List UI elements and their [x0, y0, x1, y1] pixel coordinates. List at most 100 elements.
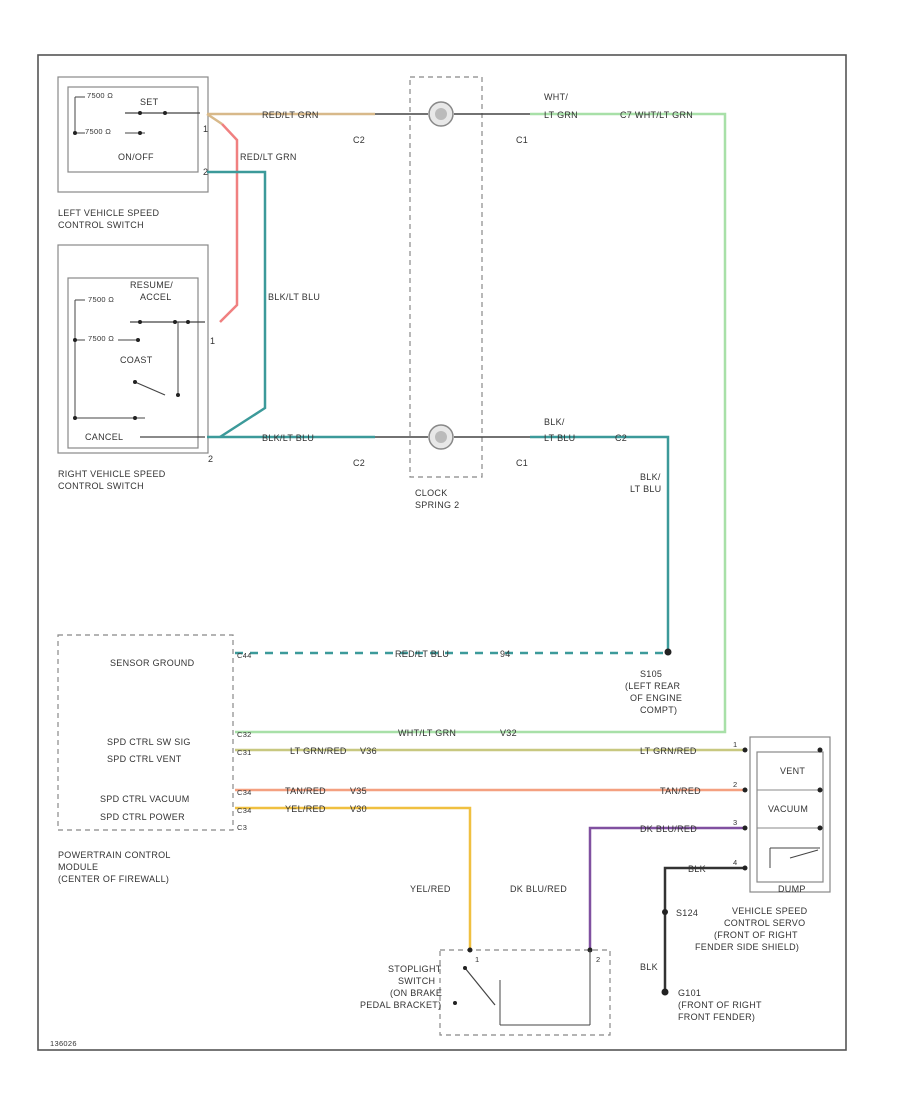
wire-ltgrn-red-pin: V36 [360, 746, 377, 756]
clockspring-c1-top: C1 [516, 135, 528, 145]
powertrain-control-module: SENSOR GROUND SPD CTRL SW SIG SPD CTRL V… [57, 634, 252, 884]
pcm-pin-vacuum: C34 [237, 788, 252, 797]
clockspring: C2 C2 C1 C1 CLOCK SPRING 2 [353, 76, 530, 510]
stoplight-title-1: STOPLIGHT [388, 964, 442, 974]
s105-loc-2: OF ENGINE [630, 693, 682, 703]
left-switch-pin1: 1 [203, 124, 208, 134]
clockspring-c2-bot: C2 [353, 458, 365, 468]
wire-red-lt-grn-a: RED/LT GRN [262, 110, 319, 120]
wire-labels: RED/LT GRN RED/LT GRN BLK/LT BLU BLK/LT … [240, 92, 706, 972]
servo-title-4: FENDER SIDE SHIELD) [695, 942, 799, 952]
splice-s105: S105 (LEFT REAR OF ENGINE COMPT) [625, 648, 682, 715]
servo-vacuum: VACUUM [768, 804, 808, 814]
right-switch-title-1: RIGHT VEHICLE SPEED [58, 469, 166, 479]
left-switch-title-2: CONTROL SWITCH [58, 220, 144, 230]
g101-loc-2: FRONT FENDER) [678, 1012, 755, 1022]
wire-sensor: RED/LT BLU [395, 649, 449, 659]
wire-dkblu-red-right: DK BLU/RED [640, 824, 697, 834]
right-switch-pin1: 1 [210, 336, 215, 346]
pcm-vent: SPD CTRL VENT [107, 754, 182, 764]
wire-wht-pin: V32 [500, 728, 517, 738]
wire-blk-right-1: BLK/ [640, 472, 661, 482]
clockspring-title-2: SPRING 2 [415, 500, 459, 510]
pcm-connector: C3 [237, 823, 247, 832]
left-switch-title-1: LEFT VEHICLE SPEED [58, 208, 159, 218]
wire-blk-vert: BLK [640, 962, 658, 972]
right-switch-resistor2-label: 7500 Ω [88, 334, 114, 343]
right-switch-pin2: 2 [208, 454, 213, 464]
wire-wht-top-3: C7 WHT/LT GRN [620, 110, 693, 120]
wire-yel-red-vert: YEL/RED [410, 884, 451, 894]
clockspring-c1-bot: C1 [516, 458, 528, 468]
g101-id: G101 [678, 988, 701, 998]
pcm-pin-vent: C31 [237, 748, 252, 757]
pcm-pin-sensor: C44 [237, 651, 252, 660]
stoplight-title-4: PEDAL BRACKET) [360, 1000, 441, 1010]
left-switch-set-label: SET [140, 97, 159, 107]
wire-yel-red-pcm: YEL/RED [285, 804, 326, 814]
pcm-title-3: (CENTER OF FIREWALL) [58, 874, 169, 884]
ground-g101: G101 (FRONT OF RIGHT FRONT FENDER) [661, 988, 762, 1022]
wire-blk-top-2: LT BLU [544, 433, 575, 443]
s105-id: S105 [640, 669, 662, 679]
servo-splice: S124 [676, 908, 698, 918]
wire-sensor-pin: 94 [500, 649, 511, 659]
wire-blk-lt-blu-b: BLK/LT BLU [262, 433, 314, 443]
diagram-frame [37, 54, 847, 1051]
servo-pin4: 4 [733, 858, 737, 867]
wire-blk-top-1: BLK/ [544, 417, 565, 427]
wire-blk-lt-blu-a: BLK/LT BLU [268, 292, 320, 302]
pcm-pin-power: C34 [237, 806, 252, 815]
stoplight-switch: 1 2 STOPLIGHT SWITCH (ON BRAKE PEDAL BRA… [360, 947, 611, 1036]
pcm-title-1: POWERTRAIN CONTROL [58, 850, 171, 860]
speed-control-servo: VENT VACUUM DUMP 1 2 3 4 VEHICLE SPEED C… [662, 736, 831, 952]
footer-code: 136026 [50, 1039, 77, 1048]
stoplight-title-3: (ON BRAKE [390, 988, 442, 998]
stoplight-title-2: SWITCH [398, 976, 435, 986]
right-switch-cancel-label: CANCEL [85, 432, 123, 442]
servo-title-1: VEHICLE SPEED [732, 906, 808, 916]
wire-yel-red-pin: V30 [350, 804, 367, 814]
pcm-sw-sig: SPD CTRL SW SIG [107, 737, 191, 747]
pcm-title-2: MODULE [58, 862, 98, 872]
wire-wht-top-1: WHT/ [544, 92, 568, 102]
wire-blk-right-2: LT BLU [630, 484, 661, 494]
right-switch-resume-label: RESUME/ [130, 280, 173, 290]
wires [206, 112, 745, 990]
wire-tan-red-pcm: TAN/RED [285, 786, 326, 796]
wire-wht-top-2: LT GRN [544, 110, 578, 120]
left-switch-onoff-label: ON/OFF [118, 152, 154, 162]
right-switch-title-2: CONTROL SWITCH [58, 481, 144, 491]
wire-dkblu-red-vert: DK BLU/RED [510, 884, 567, 894]
left-switch-resistor-label: 7500 Ω [87, 91, 113, 100]
right-switch-accel-label: ACCEL [140, 292, 172, 302]
left-switch-pin2: 2 [203, 167, 208, 177]
clockspring-title-1: CLOCK [415, 488, 448, 498]
servo-pin1: 1 [733, 740, 737, 749]
stoplight-pin-l: 1 [475, 955, 479, 964]
stoplight-pin-r: 2 [596, 955, 600, 964]
pcm-vacuum: SPD CTRL VACUUM [100, 794, 190, 804]
right-speed-control-switch: RESUME/ ACCEL 7500 Ω 7500 Ω COAST CANCEL… [57, 244, 215, 491]
right-switch-coast-label: COAST [120, 355, 153, 365]
wire-tan-red-pin: V35 [350, 786, 367, 796]
servo-title-2: CONTROL SERVO [724, 918, 805, 928]
servo-title-3: (FRONT OF RIGHT [714, 930, 798, 940]
wire-ltgrn-red-right: LT GRN/RED [640, 746, 697, 756]
wire-blk-top-3: C2 [615, 433, 627, 443]
servo-pin3: 3 [733, 818, 737, 827]
left-switch-resistor2-label: 7500 Ω [85, 127, 111, 136]
s105-loc-3: COMPT) [640, 705, 677, 715]
clockspring-c2-top: C2 [353, 135, 365, 145]
left-speed-control-switch: 7500 Ω SET 7500 Ω ON/OFF 1 2 LEFT VEHICL… [57, 76, 209, 230]
servo-dump: DUMP [778, 884, 806, 894]
pcm-sensor-ground: SENSOR GROUND [110, 658, 195, 668]
pcm-power: SPD CTRL POWER [100, 812, 185, 822]
servo-vent: VENT [780, 766, 805, 776]
s105-loc-1: (LEFT REAR [625, 681, 681, 691]
servo-pin2: 2 [733, 780, 737, 789]
wire-wht-pcm: WHT/LT GRN [398, 728, 456, 738]
wire-ltgrn-red-pcm: LT GRN/RED [290, 746, 347, 756]
pcm-pin-swsig: C32 [237, 730, 252, 739]
